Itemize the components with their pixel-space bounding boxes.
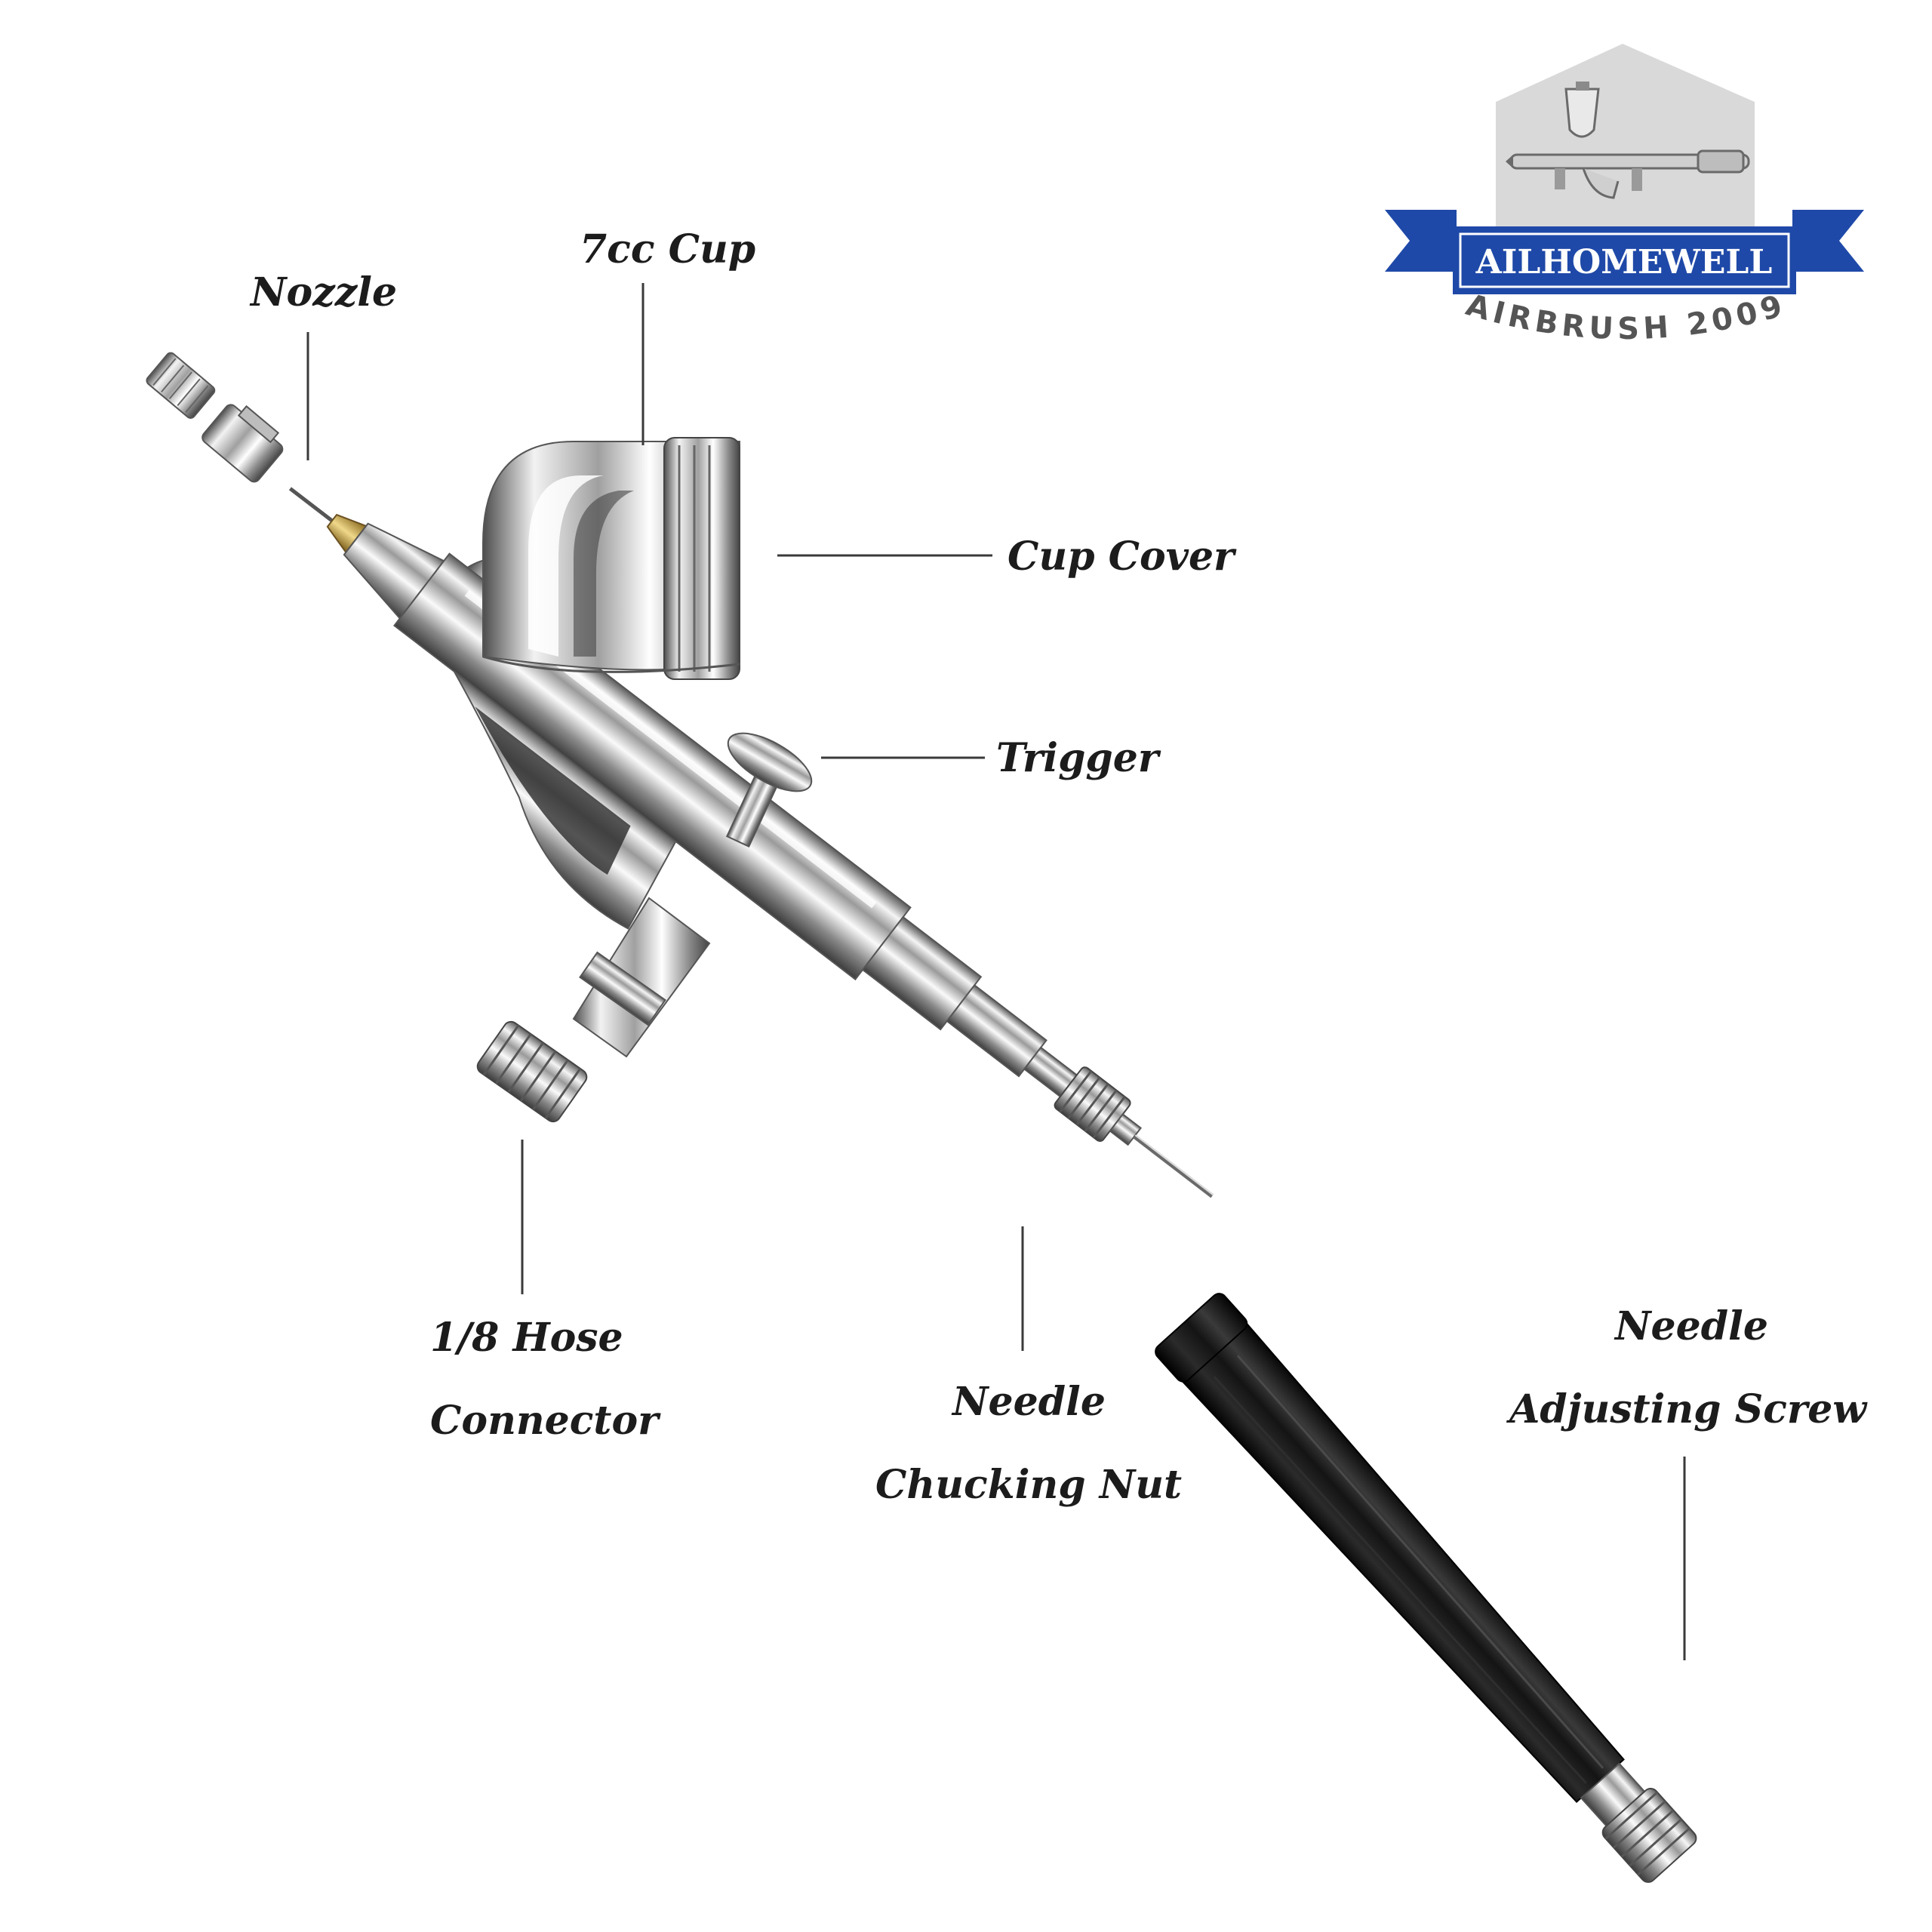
needle-adjusting-screw-part [1580,1762,1697,1883]
logo-ribbon-left [1385,210,1457,272]
logo-house-shape [1496,44,1755,234]
label-chuck-line2: Chucking Nut [875,1462,1182,1508]
nozzle-cap-parts [146,352,284,483]
logo-airbrush-icon [1506,82,1750,199]
handle-part [1155,1293,1697,1883]
paint-cup-part [482,437,740,680]
label-cup: 7cc Cup [580,226,755,272]
label-screw-line2: Adjusting Screw [1506,1386,1868,1432]
logo-tagline-text: AIRBRUSH 2009 [1463,288,1791,346]
hose-connector-part [476,897,711,1123]
label-hose-line1: 1/8 Hose [430,1315,623,1361]
label-cup-cover: Cup Cover [1008,534,1237,580]
trigger-part [725,732,813,848]
label-chuck-line1: Needle [951,1379,1106,1425]
label-trigger: Trigger [996,735,1161,781]
label-hose-line2: Connector [430,1398,661,1444]
label-screw-line1: Needle [1614,1303,1768,1349]
label-nozzle: Nozzle [249,269,397,315]
logo-brand-text: AILHOMEWELL [1475,243,1773,281]
logo-banner [1453,226,1796,294]
cup-cover-part [663,437,740,680]
logo-ribbon-right [1792,210,1864,272]
needle-chucking-nut-part [1054,1066,1143,1146]
brand-logo: AILHOMEWELL AIRBRUSH 2009 [1385,44,1864,346]
